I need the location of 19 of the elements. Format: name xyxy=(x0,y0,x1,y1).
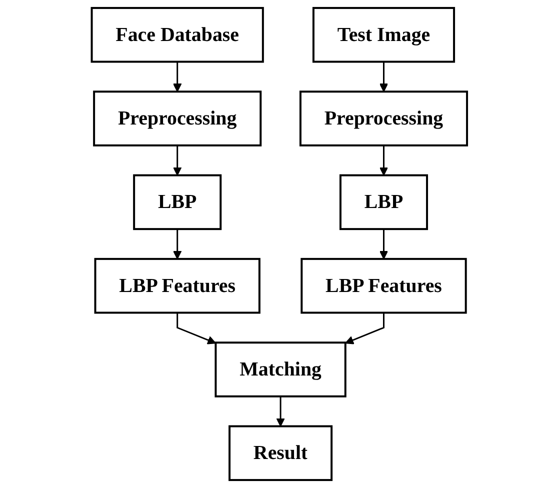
node-box: Preprocessing xyxy=(92,90,262,146)
arrow xyxy=(172,62,182,92)
node-box: Preprocessing xyxy=(299,90,468,146)
node-box: Result xyxy=(228,425,332,482)
node-box: LBP Features xyxy=(94,258,260,314)
arrow xyxy=(378,62,388,92)
node-box: Face Database xyxy=(90,6,264,63)
node-box: Test Image xyxy=(312,6,455,63)
node-box: LBP xyxy=(339,174,428,230)
node-box: Matching xyxy=(214,342,346,398)
arrow xyxy=(276,396,285,427)
arrow xyxy=(172,145,182,176)
arrow xyxy=(378,229,388,260)
arrow xyxy=(344,312,384,344)
arrow xyxy=(172,229,182,260)
node-box: LBP xyxy=(132,174,222,230)
arrow xyxy=(176,312,216,344)
arrow xyxy=(378,145,388,176)
node-box: LBP Features xyxy=(300,258,466,314)
